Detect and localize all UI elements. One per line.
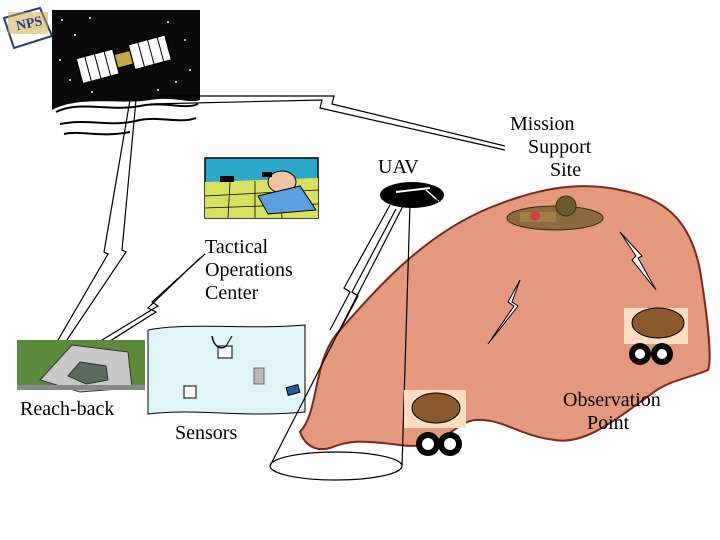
svg-text:c: c [436,191,441,205]
observation-point-icon [624,307,688,365]
toc-label: Tactical Operations Center [205,236,293,305]
sensor-icon [285,383,301,397]
mission-support-label: Mission Support Site [510,113,591,182]
toc-icon [204,157,319,219]
observation-line: Observation [563,389,661,411]
observation-point-label: Observation Point [563,389,661,435]
sensor-icon [183,385,197,399]
svg-text:NPS: NPS [15,14,44,34]
uav-icon: c [380,182,445,208]
sensor-map [147,324,306,415]
binoculars-icon [629,343,673,365]
pentagon-icon [17,340,145,393]
nps-logo: NPS [2,6,54,50]
observation-line: Point [587,412,630,434]
mission-support-line: Site [550,159,582,181]
helmet-icon [631,307,685,339]
reach-back-label: Reach-back [20,398,115,420]
comm-links [35,95,506,381]
soldier-icon [506,195,604,231]
binoculars-icon [416,432,462,456]
toc-label-line: Operations [205,259,293,281]
helmet-icon [411,392,461,424]
sensor-icon [253,367,265,385]
toc-label-line: Tactical [205,236,268,258]
observation-point-icon [404,390,466,456]
toc-label-line: Center [205,282,259,304]
antenna-icon [211,335,233,359]
uav-label: UAV [378,156,419,178]
mission-support-line: Support [528,136,592,158]
uav-cone [269,203,411,481]
sensors-label: Sensors [175,422,238,444]
mission-support-line: Mission [510,113,575,135]
